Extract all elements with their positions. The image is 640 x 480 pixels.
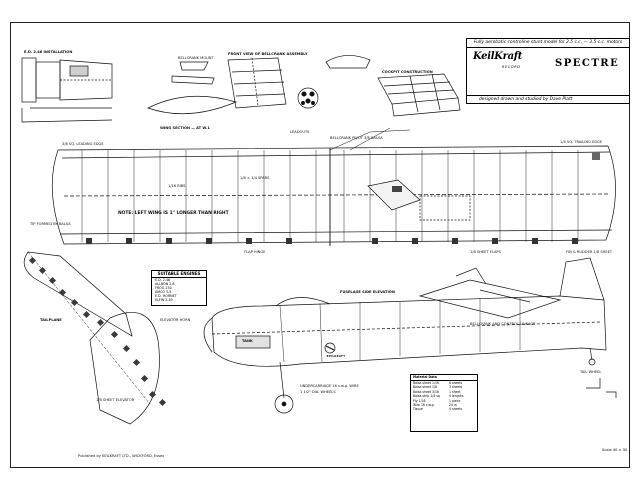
- label-tailwheel: TAIL WHEEL: [580, 370, 602, 374]
- label-wing-section: WING SECTION — AT W.1: [160, 126, 210, 130]
- material-qty: 1 piece: [449, 398, 461, 403]
- material-item: Balsa sheet 1/8: [413, 385, 437, 390]
- label-control-linkage: BELLCRANK AND CONTROL LINKAGE: [470, 322, 536, 326]
- label-tank: TANK: [242, 339, 253, 343]
- fuselage-side-elevation: [203, 257, 607, 414]
- material-row: Ply 1/16 1 piece: [411, 399, 477, 403]
- suitable-engines-box: SUITABLE ENGINES E.D. 2.46 ALLBON 2.8 FR…: [151, 270, 207, 306]
- publisher-line: Published by KEILKRAFT LTD., WICKFORD, E…: [78, 454, 165, 458]
- label-tailplane: TAILPLANE: [40, 318, 62, 322]
- main-wing-plan: [51, 127, 616, 246]
- material-row: Balsa sheet 1/8 3 sheets: [411, 385, 477, 389]
- label-flap-hinge: FLAP HINGE: [244, 250, 266, 254]
- tailplane-plan: [23, 251, 167, 425]
- material-item: Balsa strip 1/4 sq: [413, 394, 440, 399]
- material-item: Balsa sheet 3/16: [413, 389, 439, 394]
- engines-heading: SUITABLE ENGINES: [152, 271, 206, 278]
- material-row: Balsa sheet 1/16 6 sheets: [411, 381, 477, 385]
- label-elevator-horn: ELEVATOR HORN: [160, 318, 191, 322]
- designer-credit: designed drawn and studied by Dave Platt: [467, 95, 629, 103]
- material-qty: 4 sheets: [449, 407, 463, 412]
- engine-item: E.D. 2.46: [155, 278, 171, 282]
- material-item: Balsa sheet 1/16: [413, 381, 439, 385]
- tailwheel-detail: [586, 378, 617, 398]
- label-spars: 1/8 × 1/4 SPARS: [240, 176, 270, 180]
- material-row: Balsa strip 1/4 sq 4 lengths: [411, 394, 477, 398]
- cockpit-construction-drawing: [377, 73, 461, 117]
- engine-item: E.D. HORNET: [155, 294, 177, 299]
- title-banner: Fully aerobatic controline stunt model f…: [467, 39, 629, 48]
- engine-item: ALLBON 2.8: [155, 282, 175, 287]
- label-bellcrank-mount: BELLCRANK MOUNT: [178, 56, 214, 60]
- label-bellcrank-pivot: BELLCRANK PIVOT 3/8 BALSA: [330, 136, 383, 140]
- model-name: SPECTRE: [555, 58, 620, 69]
- control-linkage-drawing: [418, 267, 562, 319]
- material-qty: 3 sheets: [449, 385, 463, 390]
- label-wing-note: NOTE: LEFT WING IS 1" LONGER THAN RIGHT: [118, 211, 229, 216]
- material-item: Wire 16 s.w.g.: [413, 403, 435, 408]
- label-ribs: 1/16 RIBS: [168, 184, 186, 188]
- engine-installation-drawing: [21, 57, 113, 123]
- label-trailing-edge: 1/4 SQ. TRAILING EDGE: [560, 140, 603, 144]
- label-cockpit: COCKPIT CONSTRUCTION: [382, 70, 433, 74]
- label-flaps: 1/8 SHEET FLAPS: [470, 250, 501, 254]
- sheet-border: [10, 22, 630, 468]
- material-qty: 4 lengths: [449, 394, 464, 399]
- brand-logo: KeilKraft: [473, 51, 523, 62]
- material-item: Tissue: [413, 407, 423, 412]
- wing-section-profile: [147, 95, 238, 115]
- label-tip: TIP FORMED BY BALSA: [30, 222, 71, 226]
- label-fuselage: FUSELAGE SIDE ELEVATION: [340, 290, 395, 294]
- material-qty: 6 sheets: [449, 381, 463, 385]
- keilkraft-badge: KEILKRAFT: [326, 355, 346, 358]
- material-row: Wire 16 s.w.g. 24 in: [411, 403, 477, 407]
- canopy-drawing: [325, 55, 371, 69]
- label-bellcrank-front-view: FRONT VIEW OF BELLCRANK ASSEMBLY: [228, 52, 308, 56]
- label-undercarriage: UNDERCARRIAGE 16 s.w.g. WIRE: [300, 384, 359, 388]
- engine-item: FROG 250: [155, 286, 172, 291]
- series-label: RECORD: [502, 65, 521, 69]
- material-item: Ply 1/16: [413, 398, 426, 403]
- label-leading-edge: 3/8 SQ. LEADING EDGE: [62, 142, 104, 146]
- label-engine-install: E.D. 2.46 INSTALLATION: [24, 50, 73, 54]
- engine-item: ELFIN 2.49: [155, 298, 173, 303]
- bellcrank-detail-circle: [297, 87, 319, 109]
- material-qty: 1 sheet: [449, 389, 461, 394]
- label-fin: FIN & RUDDER 1/8 SHEET: [566, 250, 613, 254]
- bellcrank-assembly-drawing: [171, 57, 287, 109]
- engine-item: AMCO 3.5: [155, 290, 172, 295]
- label-leadouts: LEADOUTS: [290, 130, 310, 134]
- label-elevator: 1/8 SHEET ELEVATOR: [96, 398, 135, 402]
- material-heading: Material Data: [411, 375, 477, 381]
- label-wheels: 1 1/2" DIA. WHEELS: [300, 390, 336, 394]
- material-row: Balsa sheet 3/16 1 sheet: [411, 390, 477, 394]
- material-data-box: Material Data Balsa sheet 1/16 6 sheets B…: [410, 374, 478, 432]
- title-block: Fully aerobatic controline stunt model f…: [466, 38, 630, 104]
- scale-note: Scale 40 × 30: [602, 448, 628, 452]
- material-row: Tissue 4 sheets: [411, 407, 477, 411]
- material-qty: 24 in: [449, 403, 457, 408]
